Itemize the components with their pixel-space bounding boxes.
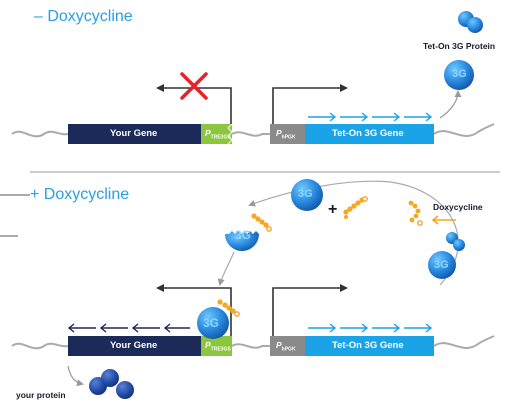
your-gene-label: Your Gene [110, 340, 158, 351]
your-gene-transcription-dashes [67, 323, 190, 333]
dna-strand-left [11, 342, 69, 350]
minus-doxycycline-heading: – Doxycycline [34, 8, 133, 25]
doxycycline-label: Doxycycline [433, 202, 483, 212]
tet-on-gene-block [305, 124, 434, 144]
promoter-bound-complex-icon [197, 299, 240, 339]
protein-tag: 3G [452, 68, 467, 80]
tet-on-gene-block [305, 336, 434, 356]
your-gene-block [68, 336, 201, 356]
doxycycline-molecule-icon [343, 196, 368, 219]
tre3gs-promoter-block [201, 336, 232, 356]
tet-on-transcription-dashes [308, 112, 433, 122]
protein-tag: 3G [298, 188, 313, 200]
binding-arrow [217, 251, 235, 286]
inhibition-x-icon [180, 72, 208, 100]
your-protein-label: your protein [16, 390, 66, 400]
dna-strand-middle [231, 131, 270, 137]
tre3gs-promoter-sub: TRE3GS [210, 134, 231, 141]
tet-on-dox-complex-icon [225, 213, 272, 251]
dna-strand-left [11, 130, 69, 138]
doxycycline-legend-icon [408, 200, 423, 226]
blocked-transcription-arrow [156, 84, 232, 124]
tet-on-transcription-arrow [272, 284, 348, 336]
tet-on-transcription-dashes [308, 323, 433, 333]
tre3gs-promoter-main: P [205, 340, 211, 350]
your-gene-transcription-arrow [156, 284, 232, 336]
plus-sign: + [328, 201, 337, 218]
hpgk-promoter-main: P [276, 340, 282, 350]
hpgk-promoter-label: PhPGK [276, 128, 296, 141]
dna-strand-right [433, 123, 495, 137]
tet-on-protein-label: Tet-On 3G Protein [423, 41, 496, 51]
your-gene-block [68, 124, 201, 144]
protein-tag: 3G [235, 228, 252, 242]
tet-on-protein-icon [291, 179, 323, 211]
minus-panel [11, 11, 495, 145]
protein-tag: 3G [434, 259, 449, 271]
tet-on-gene-label: Tet-On 3G Gene [332, 128, 404, 139]
protein-tag: 3G [203, 316, 220, 330]
dna-strand-middle [231, 343, 270, 349]
tre3gs-promoter-label: PTRE3GS [205, 340, 231, 353]
tre3gs-promoter-block [201, 124, 232, 144]
tre3gs-promoter-label: PTRE3GS [205, 128, 231, 141]
tet-on-protein-small-icon [458, 11, 483, 33]
your-gene-label: Your Gene [110, 128, 158, 139]
tre3gs-promoter-edge [227, 123, 233, 145]
expression-arrow [439, 90, 462, 119]
tet-on-gene-label: Tet-On 3G Gene [332, 340, 404, 351]
dna-strand-right [433, 335, 495, 349]
tet-on-protein-icon [444, 60, 474, 90]
tet-on-protein-small-icon [446, 232, 465, 251]
hpgk-promoter-sub: hPGK [281, 346, 296, 353]
hpgk-promoter-block [270, 336, 305, 356]
tet-on-transcription-arrow [272, 84, 348, 124]
hpgk-promoter-label: PhPGK [276, 340, 296, 353]
hpgk-promoter-main: P [276, 128, 282, 138]
cycle-arc-arrow [248, 180, 459, 286]
plus-panel: + [11, 179, 495, 399]
tre3gs-promoter-main: P [205, 128, 211, 138]
hpgk-promoter-sub: hPGK [281, 134, 296, 141]
your-protein-icon [89, 369, 134, 399]
tre3gs-promoter-sub: TRE3GS [210, 346, 231, 353]
plus-doxycycline-heading: + Doxycycline [30, 186, 130, 203]
hpgk-promoter-block [270, 124, 305, 144]
your-protein-arrow [67, 365, 84, 387]
tet-on-protein-large-icon [428, 251, 456, 279]
